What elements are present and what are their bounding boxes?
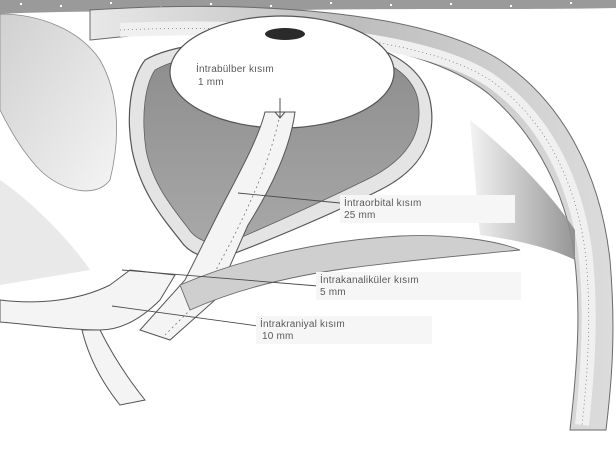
- upper-left-tissue: [0, 14, 117, 191]
- label-intrakanalikuler-size: 5 mm: [320, 287, 346, 298]
- label-intrakanalikuler-title: İntrakanaliküler kısım: [320, 273, 419, 286]
- cornea-dark: [265, 28, 305, 40]
- label-intrabulbar-title: İntrabülber kısım: [196, 62, 274, 75]
- label-intraorbital-title: İntraorbital kısım: [344, 196, 422, 209]
- lower-left-tissue: [0, 180, 90, 285]
- label-intrakraniyal-size: 10 mm: [262, 331, 294, 342]
- label-intraorbital-size: 25 mm: [344, 210, 376, 221]
- label-intrakraniyal-title: İntrakraniyal kısım: [260, 317, 345, 330]
- optic-tract: [82, 330, 145, 405]
- label-intrabulbar-size: 1 mm: [198, 77, 224, 88]
